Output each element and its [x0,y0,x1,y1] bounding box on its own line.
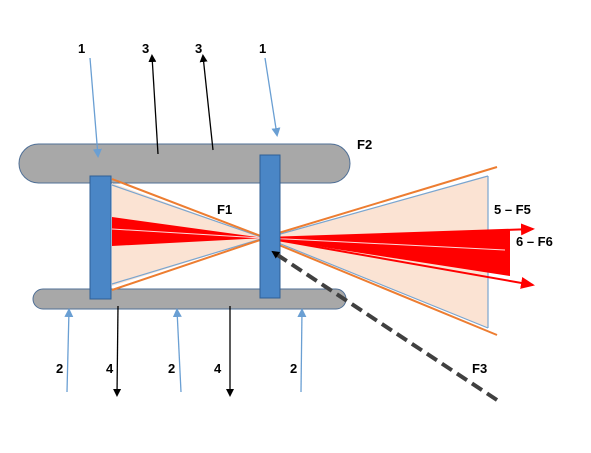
top-plate [18,143,351,184]
arrow-2-left [64,308,74,393]
arrow-4-left [113,305,122,397]
left-cone-inner-top [111,184,265,239]
label-4-right: 4 [214,361,222,376]
arrow-1-right [264,57,281,137]
label-4-left: 4 [106,361,114,376]
left-cone-inner-bottom [111,237,265,285]
left-red-beam [112,217,264,246]
left-cone-edge-top [111,178,267,239]
arrow-2-mid [172,308,182,393]
red-arrow-lower [265,237,535,289]
left-blue-block [89,175,112,300]
right-cone-edge-top [261,166,498,239]
red-arrow-upper [265,223,535,239]
label-f2: F2 [357,137,372,152]
arrow-2-right [297,308,307,393]
right-blue-block [259,154,281,299]
right-cone-inner-bottom [265,237,489,329]
left-cone-edge-bottom [111,237,267,291]
label-f1: F1 [217,202,232,217]
label-1-right: 1 [259,41,266,56]
arrow-3-left [148,54,159,155]
bottom-plate [32,288,347,310]
arrow-1-left [89,57,102,158]
label-3-left: 3 [142,41,149,56]
right-cone-edge-bottom [261,237,498,336]
beam-highlight-right [265,237,506,251]
label-2-mid: 2 [168,361,175,376]
label-1-left: 1 [78,41,85,56]
label-f5: 5 – F5 [494,202,531,217]
dashed-line-f3 [271,250,499,402]
label-2-left: 2 [56,361,63,376]
arrow-3-right [199,54,214,151]
beam-highlight-left [111,228,263,239]
right-red-beam [264,230,510,276]
label-3-right: 3 [195,41,202,56]
label-f3: F3 [472,361,487,376]
label-2-right: 2 [290,361,297,376]
right-cone-inner-top [265,175,489,239]
label-f6: 6 – F6 [516,234,553,249]
